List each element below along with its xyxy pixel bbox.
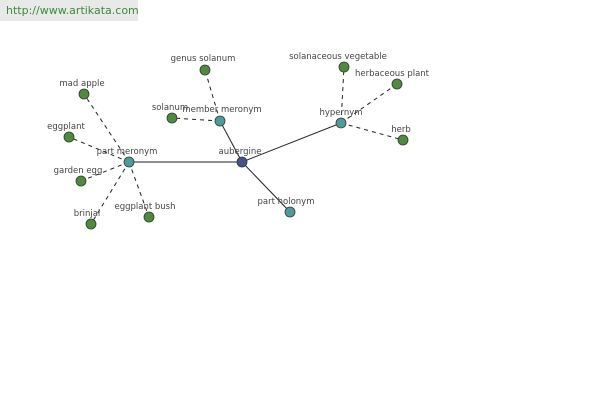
edge-aubergine-to-member-meronym: [219, 120, 243, 163]
node-part-holonym[interactable]: [284, 206, 296, 218]
node-solanum[interactable]: [166, 112, 178, 124]
node-herb[interactable]: [397, 134, 409, 146]
site-url-link[interactable]: http://www.artikata.com: [0, 0, 139, 21]
node-member-meronym[interactable]: [214, 115, 226, 127]
edge-hypernym-to-solanaceous-vegetable: [340, 66, 345, 124]
edge-member-meronym-to-genus-solanum: [204, 69, 221, 122]
graph-labels: aubergine part meronym member meronym hyper…: [47, 52, 430, 219]
node-garden-egg[interactable]: [75, 175, 87, 187]
node-aubergine[interactable]: [236, 156, 248, 168]
node-label-part-holonym[interactable]: part holonym: [258, 197, 315, 207]
graph-nodes: [63, 61, 409, 230]
node-label-herbaceous-plant[interactable]: herbaceous plant: [355, 69, 430, 79]
edge-hypernym-to-herbaceous-plant: [340, 83, 398, 124]
node-eggplant[interactable]: [63, 131, 75, 143]
node-label-garden-egg[interactable]: garden egg: [54, 166, 103, 176]
node-label-brinjal[interactable]: brinjal: [74, 209, 101, 219]
edge-aubergine-to-hypernym: [241, 122, 342, 163]
node-label-solanum[interactable]: solanum: [152, 103, 188, 113]
node-label-hypernym[interactable]: hypernym: [319, 108, 362, 118]
node-label-aubergine[interactable]: aubergine: [219, 147, 262, 157]
node-label-solanaceous-vegetable[interactable]: solanaceous vegetable: [289, 52, 387, 62]
edge-part-meronym-to-eggplant-bush: [128, 161, 150, 218]
node-genus-solanum[interactable]: [199, 64, 211, 76]
edge-hypernym-to-herb: [340, 122, 404, 141]
node-label-herb[interactable]: herb: [391, 125, 411, 135]
node-eggplant-bush[interactable]: [143, 211, 155, 223]
node-herbaceous-plant[interactable]: [391, 78, 403, 90]
node-label-eggplant-bush[interactable]: eggplant bush: [114, 202, 175, 212]
node-hypernym[interactable]: [335, 117, 347, 129]
graph-edges: [68, 66, 404, 225]
node-label-genus-solanum[interactable]: genus solanum: [171, 54, 236, 64]
node-label-eggplant[interactable]: eggplant: [47, 122, 85, 132]
node-part-meronym[interactable]: [123, 156, 135, 168]
node-label-mad-apple[interactable]: mad apple: [59, 79, 104, 89]
edge-aubergine-to-part-holonym: [241, 161, 291, 213]
node-brinjal[interactable]: [85, 218, 97, 230]
edge-part-meronym-to-mad-apple: [83, 93, 130, 163]
node-mad-apple[interactable]: [78, 88, 90, 100]
node-label-member-meronym[interactable]: member meronym: [182, 105, 261, 115]
edge-part-meronym-to-garden-egg: [80, 161, 130, 182]
node-label-part-meronym[interactable]: part meronym: [97, 147, 158, 157]
edge-member-meronym-to-solanum: [171, 117, 221, 122]
edge-part-meronym-to-eggplant: [68, 136, 130, 163]
node-solanaceous-vegetable[interactable]: [338, 61, 350, 73]
